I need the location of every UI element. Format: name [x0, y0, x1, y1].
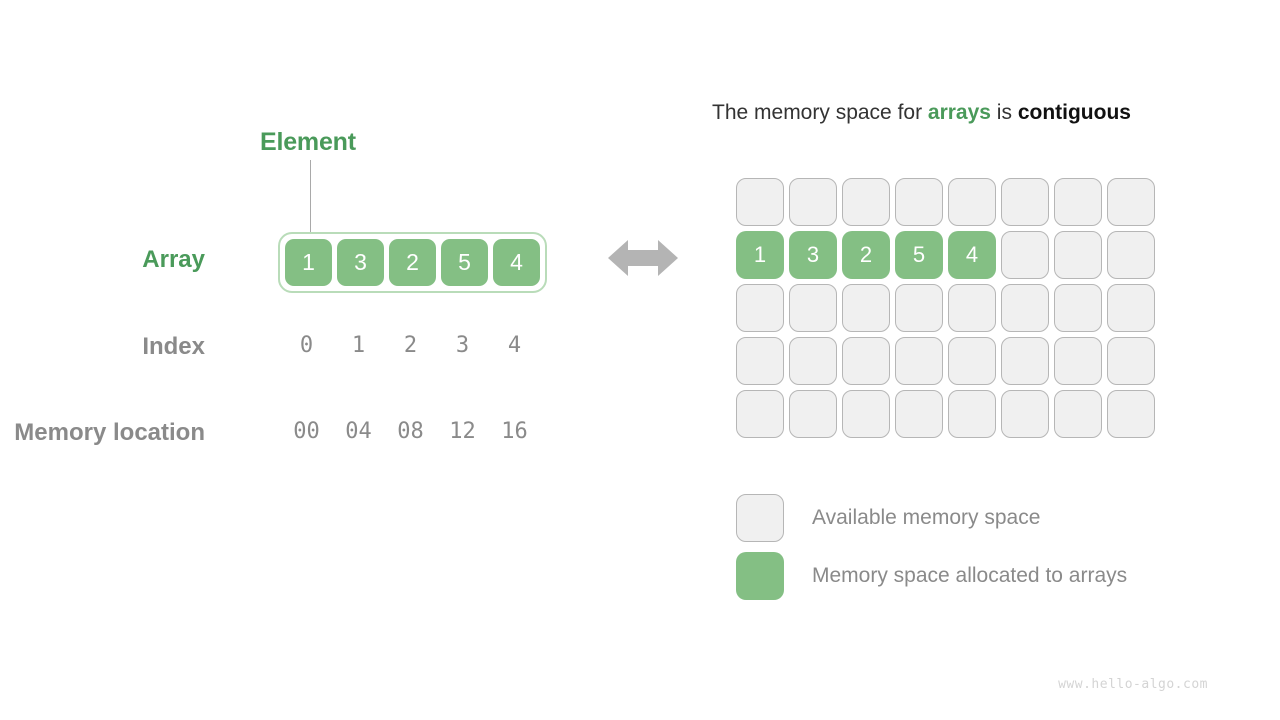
- index-value: 4: [507, 333, 522, 358]
- memory-cell-free: [842, 390, 890, 438]
- watermark: www.hello-algo.com: [1058, 677, 1208, 692]
- memory-cell-free: [895, 390, 943, 438]
- double-headed-horizontal-arrow-icon: [608, 240, 678, 276]
- element-callout-line: [310, 160, 311, 240]
- memory-cell-free: [842, 337, 890, 385]
- memory-cell-free: [1107, 178, 1155, 226]
- legend-swatch-allocated: [736, 552, 784, 600]
- memory-cell-allocated: 3: [789, 231, 837, 279]
- memory-cell-free: [1054, 390, 1102, 438]
- memory-cell-free: [895, 284, 943, 332]
- memory-cell-free: [736, 337, 784, 385]
- legend: Available memory space Memory space allo…: [736, 494, 1127, 610]
- memory-cell-free: [736, 390, 784, 438]
- memory-cell-free: [1001, 337, 1049, 385]
- memory-cell-free: [789, 390, 837, 438]
- memory-value: 00: [293, 419, 320, 444]
- element-callout-label: Element: [260, 128, 356, 156]
- memory-cell-free: [1107, 337, 1155, 385]
- memory-cell-free: [789, 178, 837, 226]
- memory-cell-free: [736, 284, 784, 332]
- index-row-label: Index: [142, 333, 205, 360]
- array-cell: 1: [285, 239, 332, 286]
- memory-cell-free: [1001, 231, 1049, 279]
- memory-cell-free: [948, 390, 996, 438]
- memory-cell-free: [736, 178, 784, 226]
- memory-cell-free: [1001, 390, 1049, 438]
- array-cell: 2: [389, 239, 436, 286]
- memory-cell-free: [1107, 390, 1155, 438]
- index-value: 2: [403, 333, 418, 358]
- memory-location-row-label: Memory location: [14, 419, 205, 446]
- memory-cell-free: [1001, 284, 1049, 332]
- memory-cell-free: [842, 178, 890, 226]
- memory-cell-free: [1107, 284, 1155, 332]
- array-row-label: Array: [142, 246, 205, 273]
- heading-part-1: The memory space for: [712, 101, 928, 124]
- memory-cell-free: [948, 178, 996, 226]
- memory-cell-free: [1054, 178, 1102, 226]
- index-value: 3: [455, 333, 470, 358]
- memory-cell-allocated: 5: [895, 231, 943, 279]
- memory-cell-free: [1054, 231, 1102, 279]
- memory-cell-free: [948, 284, 996, 332]
- array-cell: 3: [337, 239, 384, 286]
- legend-swatch-available: [736, 494, 784, 542]
- memory-cell-free: [1107, 231, 1155, 279]
- memory-cell-free: [789, 284, 837, 332]
- heading-bold-contiguous: contiguous: [1017, 101, 1131, 124]
- index-value: 0: [299, 333, 314, 358]
- legend-label-available: Available memory space: [812, 506, 1041, 529]
- heading-part-2: is: [990, 101, 1018, 124]
- index-value: 1: [351, 333, 366, 358]
- array-cell: 4: [493, 239, 540, 286]
- memory-cell-free: [895, 178, 943, 226]
- memory-cell-free: [1054, 284, 1102, 332]
- legend-item-allocated: Memory space allocated to arrays: [736, 552, 1127, 600]
- memory-value: 08: [397, 419, 424, 444]
- legend-item-available: Available memory space: [736, 494, 1127, 542]
- memory-cell-free: [1054, 337, 1102, 385]
- memory-value: 16: [501, 419, 528, 444]
- legend-label-allocated: Memory space allocated to arrays: [812, 564, 1128, 587]
- memory-cell-allocated: 4: [948, 231, 996, 279]
- heading-highlight-arrays: arrays: [927, 101, 991, 124]
- memory-cell-allocated: 1: [736, 231, 784, 279]
- memory-cell-free: [948, 337, 996, 385]
- memory-cell-allocated: 2: [842, 231, 890, 279]
- memory-value: 04: [345, 419, 372, 444]
- array-container: 1 3 2 5 4: [278, 232, 547, 293]
- memory-cell-free: [842, 284, 890, 332]
- memory-location-row: 00 04 08 12 16: [278, 419, 543, 444]
- memory-value: 12: [449, 419, 476, 444]
- index-row: 0 1 2 3 4: [278, 333, 543, 358]
- array-cell: 5: [441, 239, 488, 286]
- memory-cell-free: [789, 337, 837, 385]
- memory-cell-free: [895, 337, 943, 385]
- memory-cell-free: [1001, 178, 1049, 226]
- page-title: The memory space for arrays is contiguou…: [712, 101, 1131, 125]
